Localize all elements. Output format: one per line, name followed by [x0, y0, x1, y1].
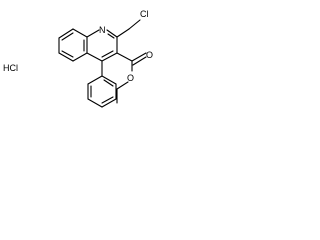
ester-oxygen-label: O: [127, 73, 134, 83]
bond: [106, 29, 118, 38]
bond: [58, 52, 74, 62]
bond: [72, 52, 88, 62]
chemical-structure: N Cl O O HCl: [3, 9, 153, 108]
bond: [116, 52, 133, 62]
bond: [101, 52, 118, 62]
double-bond-inner: [61, 50, 74, 58]
bond: [116, 28, 130, 38]
bond: [86, 52, 103, 62]
pyridine-ring: [86, 29, 118, 62]
double-bond-inner: [61, 32, 74, 41]
hcl-salt-label: HCl: [3, 63, 18, 73]
bond: [58, 28, 74, 39]
bond: [132, 56, 147, 66]
double-bond-inner: [101, 96, 114, 104]
bond: [87, 98, 103, 108]
nitrogen-label: N: [99, 25, 106, 35]
chlorine-label: Cl: [140, 9, 149, 19]
chloromethyl-group: [116, 19, 141, 38]
ethyl-ester-group: [116, 52, 147, 104]
bond: [128, 19, 141, 30]
bond: [86, 29, 100, 38]
bond: [101, 75, 117, 85]
bond: [87, 75, 103, 85]
double-bond-inner: [107, 33, 115, 39]
benzo-ring: [58, 28, 88, 62]
bond: [101, 98, 117, 108]
double-bond-inner: [101, 50, 114, 58]
carbonyl-oxygen-label: O: [146, 50, 153, 60]
phenyl-ring: [87, 60, 117, 108]
double-bond-inner: [103, 79, 114, 87]
bond: [116, 81, 129, 90]
bond: [131, 52, 147, 62]
bond: [72, 28, 88, 38]
